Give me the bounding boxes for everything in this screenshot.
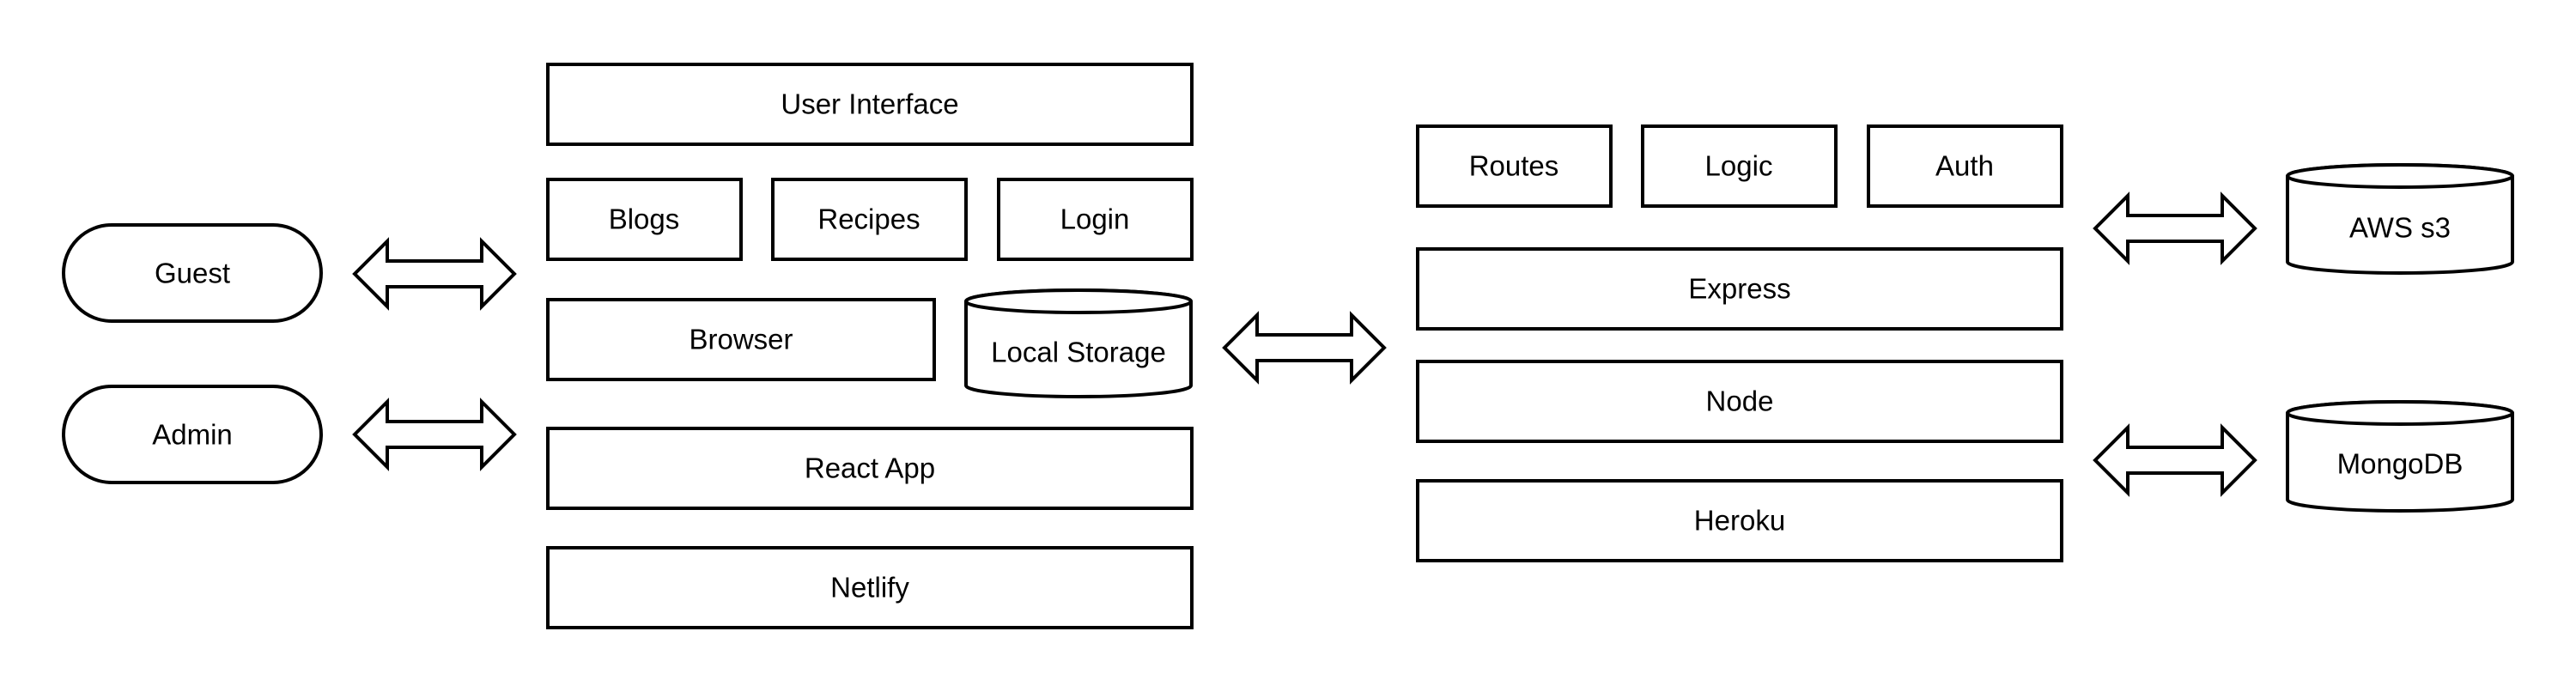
guest-label: Guest: [155, 258, 230, 289]
routes-box: Routes: [1416, 124, 1613, 208]
admin-actor: Admin: [62, 385, 323, 484]
guest-actor: Guest: [62, 223, 323, 323]
blogs-box: Blogs: [546, 178, 743, 261]
login-box: Login: [997, 178, 1194, 261]
netlify-box: Netlify: [546, 546, 1194, 629]
recipes-box: Recipes: [771, 178, 968, 261]
express-label: Express: [1688, 273, 1790, 305]
node-box: Node: [1416, 360, 2063, 443]
aws-s3-label: AWS s3: [2349, 212, 2451, 244]
frontend-backend-arrow: [1222, 311, 1387, 385]
local-storage-label: Local Storage: [991, 337, 1166, 368]
mongodb-cylinder: MongoDB: [2286, 400, 2514, 513]
aws-s3-cylinder: AWS s3: [2286, 163, 2514, 275]
admin-frontend-arrow: [352, 398, 517, 471]
local-storage-cylinder: Local Storage: [964, 288, 1193, 398]
backend-mongodb-arrow: [2093, 423, 2257, 497]
logic-box: Logic: [1641, 124, 1838, 208]
user-interface-label: User Interface: [781, 88, 958, 120]
react-app-box: React App: [546, 427, 1194, 510]
logic-label: Logic: [1705, 150, 1773, 182]
auth-box: Auth: [1867, 124, 2063, 208]
user-interface-box: User Interface: [546, 63, 1194, 146]
browser-label: Browser: [689, 324, 793, 355]
routes-label: Routes: [1469, 150, 1559, 182]
recipes-label: Recipes: [817, 203, 920, 235]
react-app-label: React App: [805, 452, 935, 484]
blogs-label: Blogs: [609, 203, 680, 235]
browser-box: Browser: [546, 298, 936, 381]
auth-label: Auth: [1935, 150, 1994, 182]
backend-aws-arrow: [2093, 191, 2257, 265]
express-box: Express: [1416, 247, 2063, 331]
guest-frontend-arrow: [352, 237, 517, 311]
admin-label: Admin: [152, 419, 233, 451]
heroku-label: Heroku: [1694, 505, 1785, 537]
login-label: Login: [1060, 203, 1130, 235]
mongodb-label: MongoDB: [2337, 448, 2464, 480]
heroku-box: Heroku: [1416, 479, 2063, 562]
netlify-label: Netlify: [830, 572, 909, 604]
node-label: Node: [1706, 385, 1774, 417]
